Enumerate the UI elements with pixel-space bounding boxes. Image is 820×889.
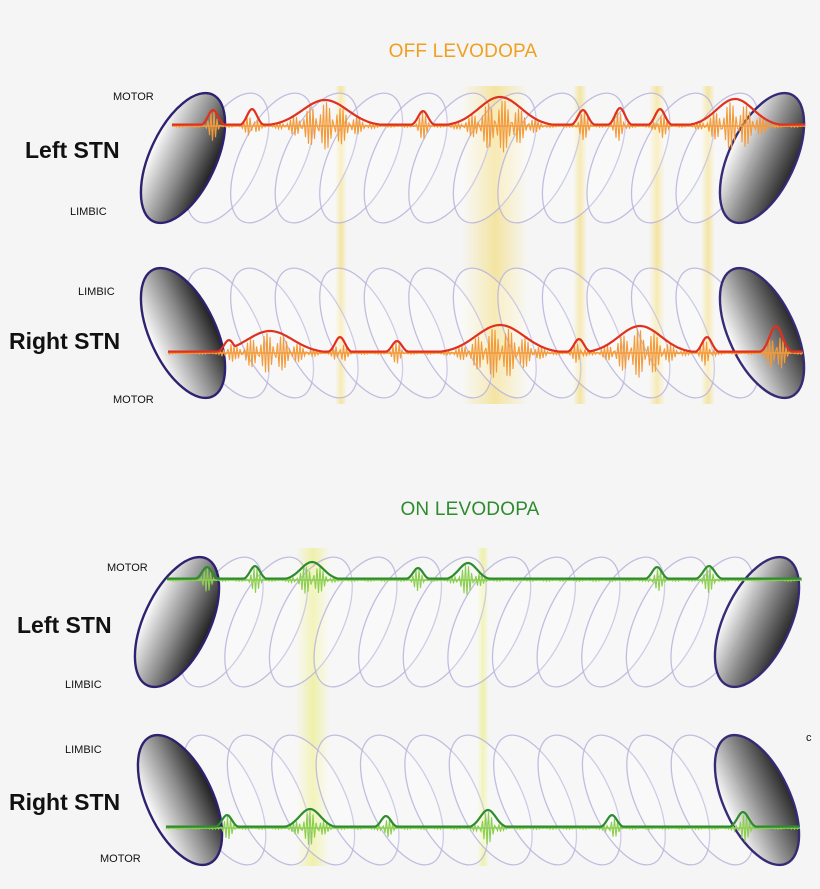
on-left-ghost-ring <box>402 556 487 688</box>
on-right-motor-label: MOTOR <box>100 853 141 865</box>
off-right-stn-label: Right STN <box>9 328 120 354</box>
off-right-ghost-ring <box>408 267 493 399</box>
on-right-signal-envelope <box>166 807 799 828</box>
highlight-bands <box>296 86 715 866</box>
stn-tubes <box>133 91 806 867</box>
on-right-ghost-ring <box>581 734 666 866</box>
on-right-ghost-ring <box>315 734 400 866</box>
on-right-left-cap <box>136 733 224 867</box>
off-right-ghost-ring <box>274 267 359 399</box>
on-left-ghost-ring <box>581 556 666 688</box>
off-right-ghost-ring <box>363 267 448 399</box>
off-right-left-cap <box>139 266 227 400</box>
on-left-ghost-ring <box>536 556 621 688</box>
off-left-signal-envelope <box>172 95 805 126</box>
on-left-ghost-ring <box>625 556 710 688</box>
on-left-motor-label: MOTOR <box>107 562 148 574</box>
on-right-stn-label: Right STN <box>9 789 120 815</box>
off-levodopa-title: OFF LEVODOPA <box>389 41 538 62</box>
off-right-limbic-label: LIMBIC <box>78 286 115 298</box>
off-highlight-band <box>649 86 665 404</box>
off-left-limbic-label: LIMBIC <box>70 206 107 218</box>
on-right-ghost-ring <box>492 734 578 866</box>
on-left-ghost-ring <box>491 556 577 688</box>
on-right-ghost-ring <box>271 734 356 866</box>
off-left-motor-label: MOTOR <box>113 91 154 103</box>
on-left-stn-label: Left STN <box>17 612 112 638</box>
on-left-left-cap <box>133 555 221 689</box>
on-right-ghost-ring <box>226 734 311 866</box>
cut-off-glyph: c <box>806 732 812 744</box>
off-left-stn-label: Left STN <box>25 137 120 163</box>
off-right-signal-envelope <box>168 323 803 353</box>
off-right-motor-label: MOTOR <box>113 394 154 406</box>
on-right-ghost-ring <box>626 734 711 866</box>
on-left-ghost-ring <box>313 556 398 688</box>
on-right-ghost-ring <box>404 734 489 866</box>
on-right-right-cap <box>713 733 801 867</box>
off-right-ghost-ring <box>497 267 582 399</box>
on-levodopa-title: ON LEVODOPA <box>400 499 539 520</box>
off-right-ghost-ring <box>229 267 315 399</box>
on-highlight-band <box>477 548 489 866</box>
on-right-limbic-label: LIMBIC <box>65 744 102 756</box>
on-left-right-cap <box>713 555 801 689</box>
off-right-ghost-ring <box>541 267 626 399</box>
on-right-ghost-ring <box>537 734 622 866</box>
on-left-signal-envelope <box>167 560 802 580</box>
off-right-right-cap <box>718 266 806 400</box>
on-left-limbic-label: LIMBIC <box>65 679 102 691</box>
on-left-ghost-ring <box>224 556 309 688</box>
on-right-ghost-ring <box>359 734 445 866</box>
off-highlight-band <box>335 86 347 404</box>
on-left-ghost-ring <box>357 556 443 688</box>
off-highlight-band <box>573 86 587 404</box>
on-right-ghost-ring <box>448 734 533 866</box>
oscillation-signals <box>165 95 806 845</box>
on-left-ghost-ring <box>268 556 353 688</box>
on-left-ghost-ring <box>447 556 532 688</box>
